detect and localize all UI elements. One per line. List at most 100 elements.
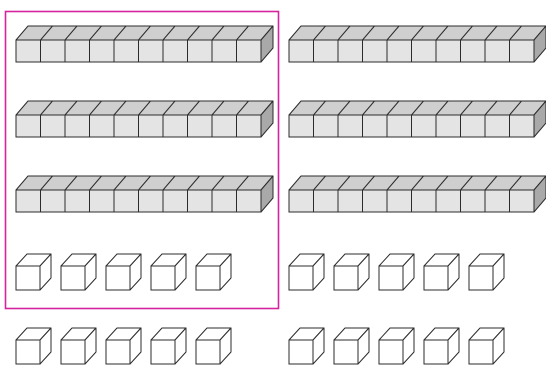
rod-cube-front	[139, 115, 164, 137]
rod-cube-front	[188, 190, 213, 212]
rod-cube-front	[114, 115, 139, 137]
unit-cube-icon	[379, 328, 414, 364]
rod-cube-front	[90, 190, 115, 212]
unit-front-face	[379, 340, 403, 364]
ten-rod-icon	[16, 176, 273, 212]
rod-cube-front	[387, 115, 412, 137]
bottom-right-units	[289, 328, 504, 364]
ten-rod-icon	[289, 101, 546, 137]
highlighted-group	[6, 12, 279, 309]
rod-cube-front	[41, 115, 66, 137]
rod-cube-front	[363, 115, 388, 137]
ten-rod-icon	[289, 176, 546, 212]
rod-cube-front	[412, 190, 437, 212]
rod-cube-front	[461, 190, 486, 212]
unit-front-face	[469, 340, 493, 364]
rod-cube-front	[16, 115, 41, 137]
rod-cube-front	[412, 40, 437, 62]
unit-front-face	[424, 340, 448, 364]
unit-cube-icon	[16, 254, 51, 290]
rod-cube-front	[114, 190, 139, 212]
rod-cube-front	[510, 190, 535, 212]
rod-cube-front	[387, 190, 412, 212]
rod-cube-front	[114, 40, 139, 62]
rod-cube-front	[314, 40, 339, 62]
rod-cube-front	[212, 190, 237, 212]
rod-cube-front	[338, 190, 363, 212]
unit-front-face	[469, 266, 493, 290]
rod-cube-front	[41, 40, 66, 62]
rod-cube-front	[163, 190, 188, 212]
unit-cube-icon	[289, 254, 324, 290]
unit-cube-icon	[151, 254, 186, 290]
rod-cube-front	[461, 40, 486, 62]
rod-cube-front	[436, 40, 461, 62]
unit-front-face	[151, 266, 175, 290]
unit-front-face	[424, 266, 448, 290]
rod-cube-front	[188, 115, 213, 137]
rod-cube-front	[90, 115, 115, 137]
rod-cube-front	[510, 40, 535, 62]
rod-cube-front	[65, 40, 90, 62]
rod-cube-front	[436, 190, 461, 212]
unit-front-face	[289, 266, 313, 290]
rod-cube-front	[289, 40, 314, 62]
unit-cube-icon	[196, 328, 231, 364]
unit-cube-icon	[61, 328, 96, 364]
unit-cube-icon	[469, 328, 504, 364]
rod-cube-front	[237, 115, 262, 137]
unit-front-face	[379, 266, 403, 290]
unit-cube-icon	[424, 254, 459, 290]
right-group	[289, 26, 546, 290]
rod-cube-front	[314, 190, 339, 212]
rod-cube-front	[16, 190, 41, 212]
ten-rod-icon	[289, 26, 546, 62]
unit-front-face	[151, 340, 175, 364]
rod-cube-front	[485, 190, 510, 212]
rod-cube-front	[314, 115, 339, 137]
unit-cube-icon	[196, 254, 231, 290]
rod-cube-front	[338, 115, 363, 137]
unit-front-face	[61, 266, 85, 290]
rod-cube-front	[139, 40, 164, 62]
rod-cube-front	[163, 40, 188, 62]
unit-front-face	[61, 340, 85, 364]
unit-front-face	[16, 266, 40, 290]
rod-cube-front	[16, 40, 41, 62]
rod-cube-front	[485, 40, 510, 62]
unit-front-face	[106, 340, 130, 364]
rod-cube-front	[461, 115, 486, 137]
rod-cube-front	[289, 115, 314, 137]
unit-cube-icon	[16, 328, 51, 364]
unit-cube-icon	[106, 254, 141, 290]
unit-cube-icon	[334, 254, 369, 290]
unit-cube-icon	[289, 328, 324, 364]
unit-front-face	[106, 266, 130, 290]
bottom-left-units	[16, 328, 231, 364]
rod-cube-front	[485, 115, 510, 137]
rod-cube-front	[436, 115, 461, 137]
rod-cube-front	[65, 115, 90, 137]
rod-cube-front	[212, 40, 237, 62]
unit-cube-icon	[334, 328, 369, 364]
unit-cube-icon	[106, 328, 141, 364]
rod-cube-front	[237, 190, 262, 212]
ten-rod-icon	[16, 101, 273, 137]
unit-front-face	[334, 266, 358, 290]
unit-cube-icon	[151, 328, 186, 364]
rod-cube-front	[510, 115, 535, 137]
rod-cube-front	[412, 115, 437, 137]
unit-front-face	[196, 340, 220, 364]
unit-cube-icon	[469, 254, 504, 290]
rod-cube-front	[188, 40, 213, 62]
rod-cube-front	[90, 40, 115, 62]
unit-front-face	[289, 340, 313, 364]
unit-cube-icon	[379, 254, 414, 290]
rod-cube-front	[363, 40, 388, 62]
unit-front-face	[334, 340, 358, 364]
ten-rod-icon	[16, 26, 273, 62]
unit-front-face	[196, 266, 220, 290]
rod-cube-front	[237, 40, 262, 62]
